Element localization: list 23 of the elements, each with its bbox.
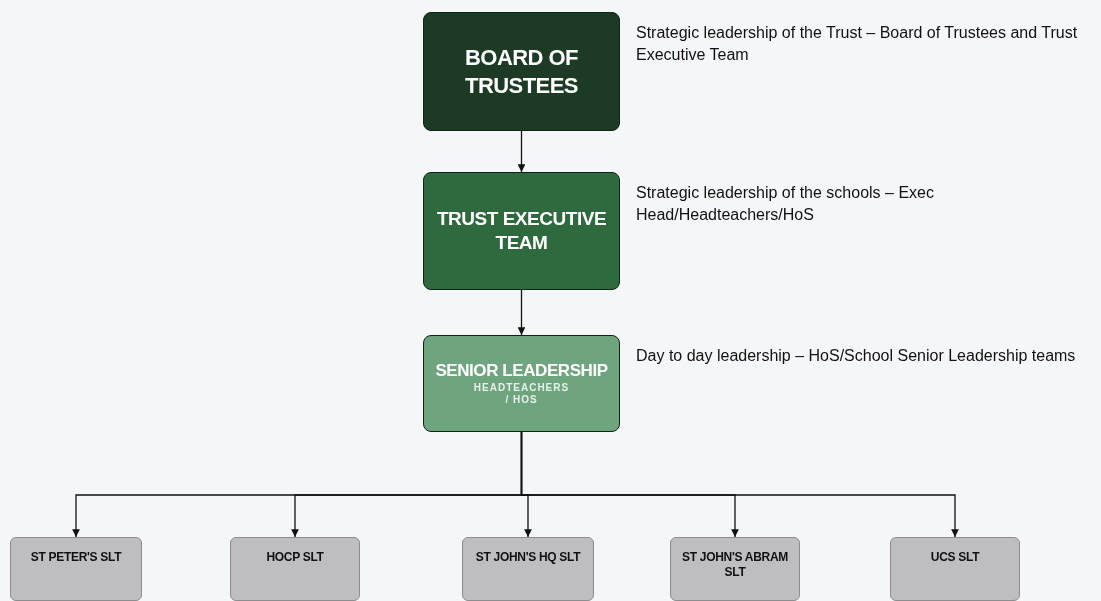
box-title: HOCP SLT <box>266 550 324 565</box>
school-box <box>890 537 1020 601</box>
leadership-box <box>423 172 620 290</box>
school-box <box>670 537 800 601</box>
box-title: SENIOR LEADERSHIP <box>435 360 608 382</box>
connector-arrow <box>520 431 959 538</box>
connector-arrow <box>517 289 526 336</box>
box-title: ST PETER'S SLT <box>30 550 122 565</box>
box-title: BOARD OF TRUSTEES <box>464 44 579 99</box>
leadership-box <box>423 12 620 131</box>
description-text: Day to day leadership – HoS/School Senior Leadership teams <box>636 346 1077 366</box>
box-title: TRUST EXECUTIVE TEAM <box>435 207 608 255</box>
description-text: Strategic leadership of the Trust – Board of Trustees and Trust Executive Team <box>636 23 1079 65</box>
box-title: UCS SLT <box>930 550 980 565</box>
school-box <box>462 537 594 601</box>
connector-arrow <box>517 130 526 173</box>
school-box <box>230 537 360 601</box>
leadership-box <box>423 335 620 432</box>
box-subtitle: HEADTEACHERS / HOS <box>472 381 571 407</box>
school-box <box>10 537 142 601</box>
description-text: Strategic leadership of the schools – Exec Head/Headteachers/HoS <box>636 183 935 225</box>
box-title: ST JOHN'S ABRAM SLT <box>681 550 789 580</box>
box-title: ST JOHN'S HQ SLT <box>475 550 581 565</box>
